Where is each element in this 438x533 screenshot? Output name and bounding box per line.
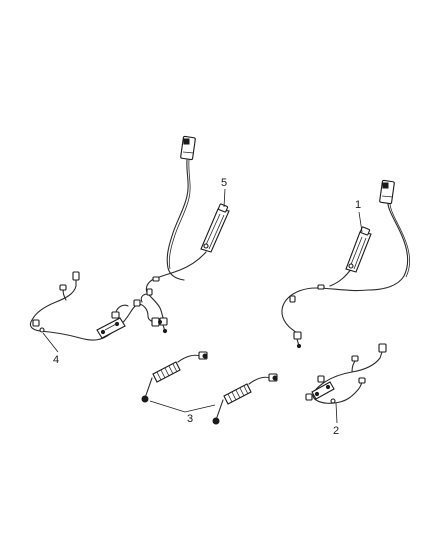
callout-1: 1 [355,199,361,211]
connector-1-top [379,179,395,205]
callout-3: 3 [187,413,193,425]
spring-3a [141,351,208,403]
callout-5: 5 [221,177,227,189]
leader-lines [42,188,363,424]
connector-5-top [180,135,196,161]
callout-4: 4 [53,354,59,366]
leader-3 [149,400,216,413]
harness-1 [281,179,410,349]
connector-4-end [151,317,162,327]
leader-5 [223,188,226,208]
sensor-bar-5 [200,203,230,253]
module-4 [96,304,129,339]
connector-5-bottom [159,317,168,334]
harness-5 [140,135,230,334]
connector-2-top [378,343,387,359]
harness-2 [305,343,387,404]
leader-2 [335,402,338,424]
callout-2: 2 [333,425,339,437]
connector-4-top [72,271,80,287]
module-2 [305,375,336,404]
connector-1-bottom [293,331,302,349]
harness-4 [29,271,162,341]
sensor-bar-1 [345,226,372,273]
spring-3b [212,373,278,425]
leader-1 [358,211,363,233]
leader-4 [42,332,59,353]
